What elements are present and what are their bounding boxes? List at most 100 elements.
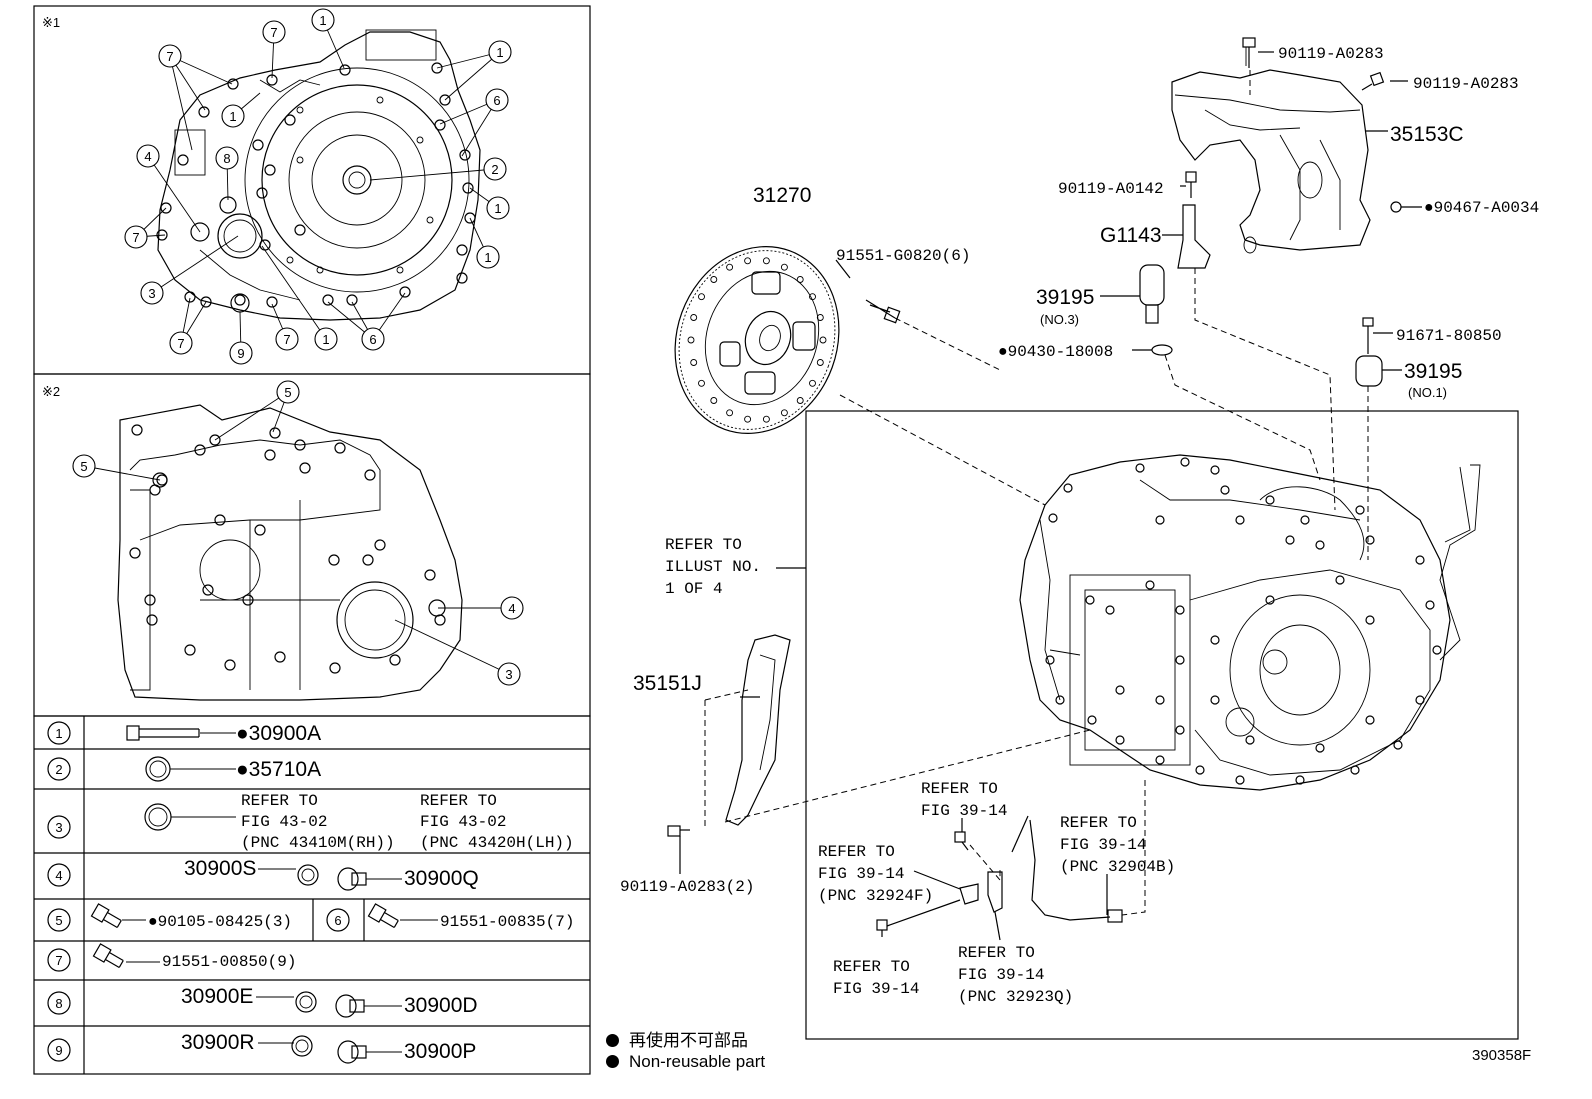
legend-jp: 再使用不可部品 [606,1026,748,1051]
label-39195-no3: 39195 [1036,286,1094,309]
refer-main-line-3: 1 OF 4 [665,580,723,598]
refer-rh: FIG 43-02 [241,813,327,831]
table-row-number: 2 [55,762,62,777]
table-row-number: 5 [55,913,62,928]
label-90119-a0283-top: 90119-A0283 [1278,45,1384,63]
left-frame [33,5,591,1075]
refer-lh: REFER TO [420,792,497,810]
callout-number: 8 [223,151,230,166]
label-91551-g0820: 91551-G0820(6) [836,247,970,265]
transaxle-assembly [1019,454,1481,791]
callout-number: 7 [270,25,277,40]
part-30900q: 30900Q [404,867,479,890]
leader-lines [679,51,1422,941]
ref-e-line-3: (PNC 32923Q) [958,988,1073,1006]
callout-number: 3 [148,286,155,301]
callout-number: 7 [132,230,139,245]
illustration-id: 390358F [1472,1047,1531,1064]
ref-b-line-1: REFER TO [1060,814,1137,832]
part-91551-00835: 91551-00835(7) [440,913,574,931]
label-39195-no3-sub: (NO.3) [1040,312,1079,327]
part-30900r: 30900R [181,1031,255,1054]
label-35153c: 35153C [1390,123,1464,146]
label-39195-no1: 39195 [1404,360,1462,383]
label-g1143: G1143 [1100,224,1162,247]
non-reusable-dot-icon [606,1055,619,1068]
legend-jp-text: 再使用不可部品 [629,1031,748,1050]
label-35151j: 35151J [633,672,702,695]
ref-e-line-1: REFER TO [958,944,1035,962]
clutch-disc [674,246,840,434]
label-90430-18008: ●90430-18008 [998,343,1113,361]
assembly-frame [805,410,1519,1040]
label-90119-a0283-2: 90119-A0283(2) [620,878,754,896]
ref-a-line-1: REFER TO [921,780,998,798]
section-2-mark: ※2 [42,384,60,399]
table-row-number: 9 [55,1043,62,1058]
ref-d-line-1: REFER TO [833,958,910,976]
table-row-number: 4 [55,868,62,883]
callout-number: 4 [508,601,515,616]
callout-number: 1 [229,109,236,124]
part-35710a: ●35710A [236,758,321,781]
callout-number: 9 [237,346,244,361]
part-30900a: ●30900A [236,722,321,745]
callout-number: 1 [319,13,326,28]
label-31270: 31270 [753,184,811,207]
callout-number: 1 [322,332,329,347]
housing-view-1 [156,29,481,321]
part-30900p: 30900P [404,1040,476,1063]
table-row-number: 6 [334,913,341,928]
callout-number: 1 [494,201,501,216]
callout-number: 1 [484,250,491,265]
legend-en: Non-reusable part [606,1052,765,1072]
label-90119-a0142: 90119-A0142 [1058,180,1164,198]
ref-e-line-2: FIG 39-14 [958,966,1044,984]
callout-number: 7 [283,332,290,347]
table-row-number: 1 [55,726,62,741]
refer-rh: (PNC 43410M(RH)) [241,834,395,852]
callout-number: 5 [284,385,291,400]
callout-number: 3 [505,667,512,682]
callout-number: 1 [496,45,503,60]
ref-d-line-2: FIG 39-14 [833,980,919,998]
part-30900s: 30900S [184,857,256,880]
callout-number: 4 [144,149,151,164]
mount-bracket [1171,69,1371,254]
table-row-number: 7 [55,953,62,968]
part-91551-00850: 91551-00850(9) [162,953,296,971]
table-row-number: 3 [55,820,62,835]
refer-lh: FIG 43-02 [420,813,506,831]
callout-number: 7 [177,336,184,351]
ref-c-line-2: FIG 39-14 [818,865,904,883]
refer-lh: (PNC 43420H(LH)) [420,834,574,852]
refer-main-line-2: ILLUST NO. [665,558,761,576]
section-1-mark: ※1 [42,15,60,30]
ref-c-line-1: REFER TO [818,843,895,861]
table-row-number: 8 [55,996,62,1011]
callout-number: 5 [80,459,87,474]
label-91671-80850: 91671-80850 [1396,327,1502,345]
callout-number: 6 [493,93,500,108]
ref-b-line-2: FIG 39-14 [1060,836,1146,854]
refer-main-line-1: REFER TO [665,536,742,554]
ref-b-line-3: (PNC 32904B) [1060,858,1175,876]
non-reusable-dot-icon [606,1034,619,1047]
label-90467-a0034: ●90467-A0034 [1424,199,1539,217]
ref-a-line-2: FIG 39-14 [921,802,1007,820]
callout-number: 7 [166,49,173,64]
parts-table: 1 ●30900A 2 ●35710A 3 REFER TO FIG 43-02 (PNC 4… [47,721,574,1064]
refer-rh: REFER TO [241,792,318,810]
legend-en-text: Non-reusable part [629,1052,766,1071]
label-90119-a0283-right: 90119-A0283 [1413,75,1519,93]
housing-view-2 [117,404,463,701]
part-30900e: 30900E [181,985,253,1008]
label-39195-no1-sub: (NO.1) [1408,385,1447,400]
ref-c-line-3: (PNC 32924F) [818,887,933,905]
part-90105-08425: ●90105-08425(3) [148,913,292,931]
part-labels: 90119-A0283 90119-A0283 35153C 90119-A01… [620,45,1539,1064]
part-30900d: 30900D [404,994,478,1017]
callout-number: 2 [491,162,498,177]
